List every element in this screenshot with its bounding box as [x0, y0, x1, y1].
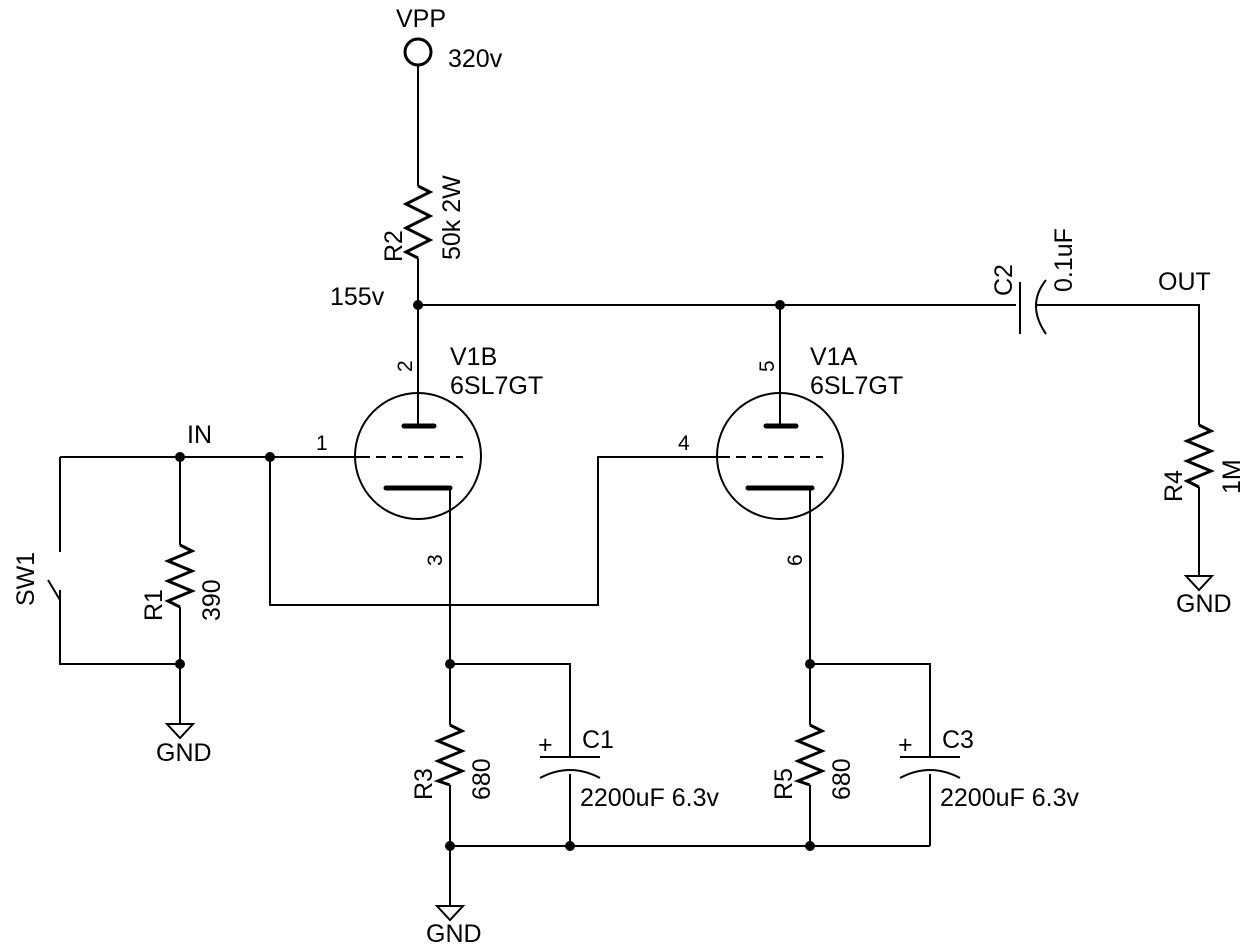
c3-polarity: + [898, 731, 913, 759]
c2-ref: C2 [990, 264, 1018, 296]
ground-icon [1183, 575, 1215, 592]
sw1-switch: SW1 [12, 540, 61, 606]
r2-resistor-icon [402, 184, 434, 260]
junction-dot [805, 659, 815, 669]
vpp-label: VPP [396, 5, 446, 33]
output-label: OUT [1158, 268, 1211, 296]
ground-label: GND [1176, 590, 1232, 618]
v1a-ref: V1A [810, 343, 858, 371]
capacitor-curve-icon [899, 769, 961, 779]
switch-icon [47, 540, 61, 601]
c2-value: 0.1uF [1050, 228, 1078, 292]
gnd-output: GND [1176, 575, 1232, 618]
v1b-plate-pin: 2 [394, 360, 417, 372]
c3-value: 2200uF 6.3v [940, 784, 1079, 812]
r5-value: 680 [828, 758, 856, 800]
r4-resistor-icon [1183, 423, 1215, 489]
v1b-cathode-pin: 3 [424, 554, 447, 566]
c1-capacitor: + C1 2200uF 6.3v [538, 726, 719, 812]
triode-envelope-icon [354, 392, 482, 520]
r1-resistor-icon [164, 543, 196, 609]
v1b-grid-pin: 1 [316, 432, 328, 455]
ground-icon [164, 723, 196, 740]
v1b-part: 6SL7GT [450, 372, 543, 400]
capacitor-curve-icon [1035, 279, 1047, 335]
wire-c1-top [450, 663, 571, 757]
junction-dot [565, 841, 575, 851]
v1a-part: 6SL7GT [810, 372, 903, 400]
r5-resistor-icon [793, 723, 826, 787]
c2-capacitor: C2 0.1uF [990, 228, 1078, 335]
r2-ref: R2 [380, 230, 408, 262]
ground-label: GND [156, 739, 212, 767]
gnd-cathodes: GND [426, 905, 482, 948]
r4-value: 1M [1218, 459, 1246, 494]
c1-value: 2200uF 6.3v [580, 784, 719, 812]
junction-dot [445, 841, 455, 851]
junction-dot [175, 659, 185, 669]
gnd-r1: GND [156, 723, 212, 767]
ground-label: GND [426, 920, 482, 948]
junction-dot [805, 841, 815, 851]
junctions [175, 300, 815, 851]
v1b-ref: V1B [450, 343, 497, 371]
v1a-grid-pin: 4 [678, 432, 690, 455]
junction-dot [265, 452, 275, 462]
capacitor-curve-icon [539, 769, 601, 779]
c3-ref: C3 [942, 726, 974, 754]
wires [59, 66, 1200, 906]
vpp-voltage: 320v [448, 45, 503, 73]
ground-icon [434, 905, 466, 922]
triode-envelope-icon [716, 392, 844, 520]
vpp-terminal: VPP 320v [396, 5, 503, 73]
input-label: IN [187, 421, 212, 449]
wire-c3-top [810, 663, 931, 757]
junction-dot [413, 300, 423, 310]
junction-dot [445, 659, 455, 669]
wire-sw-bottom [59, 600, 180, 665]
r1-value: 390 [198, 579, 226, 621]
r3-resistor-icon [433, 723, 466, 787]
junction-dot [175, 452, 185, 462]
r5-ref: R5 [770, 768, 798, 800]
c1-ref: C1 [582, 726, 614, 754]
v1a-triode: 5 4 6 V1A 6SL7GT [678, 343, 903, 566]
r4-ref: R4 [1160, 470, 1188, 502]
r3-value: 680 [468, 758, 496, 800]
junction-dot [775, 300, 785, 310]
r1-ref: R1 [140, 589, 168, 621]
v1b-triode: 2 1 3 V1B 6SL7GT [316, 343, 543, 566]
sw1-ref: SW1 [12, 552, 40, 606]
r3-ref: R3 [410, 768, 438, 800]
c3-capacitor: + C3 2200uF 6.3v [898, 726, 1079, 812]
supply-terminal-icon [403, 37, 433, 67]
wire-grid-cross [269, 456, 720, 606]
v1a-cathode-pin: 6 [784, 554, 807, 566]
c1-polarity: + [538, 731, 553, 759]
node-voltage-label: 155v [330, 283, 385, 311]
r2-value: 50k 2W [438, 175, 466, 260]
wire-out [1036, 304, 1200, 425]
v1a-plate-pin: 5 [756, 360, 779, 372]
